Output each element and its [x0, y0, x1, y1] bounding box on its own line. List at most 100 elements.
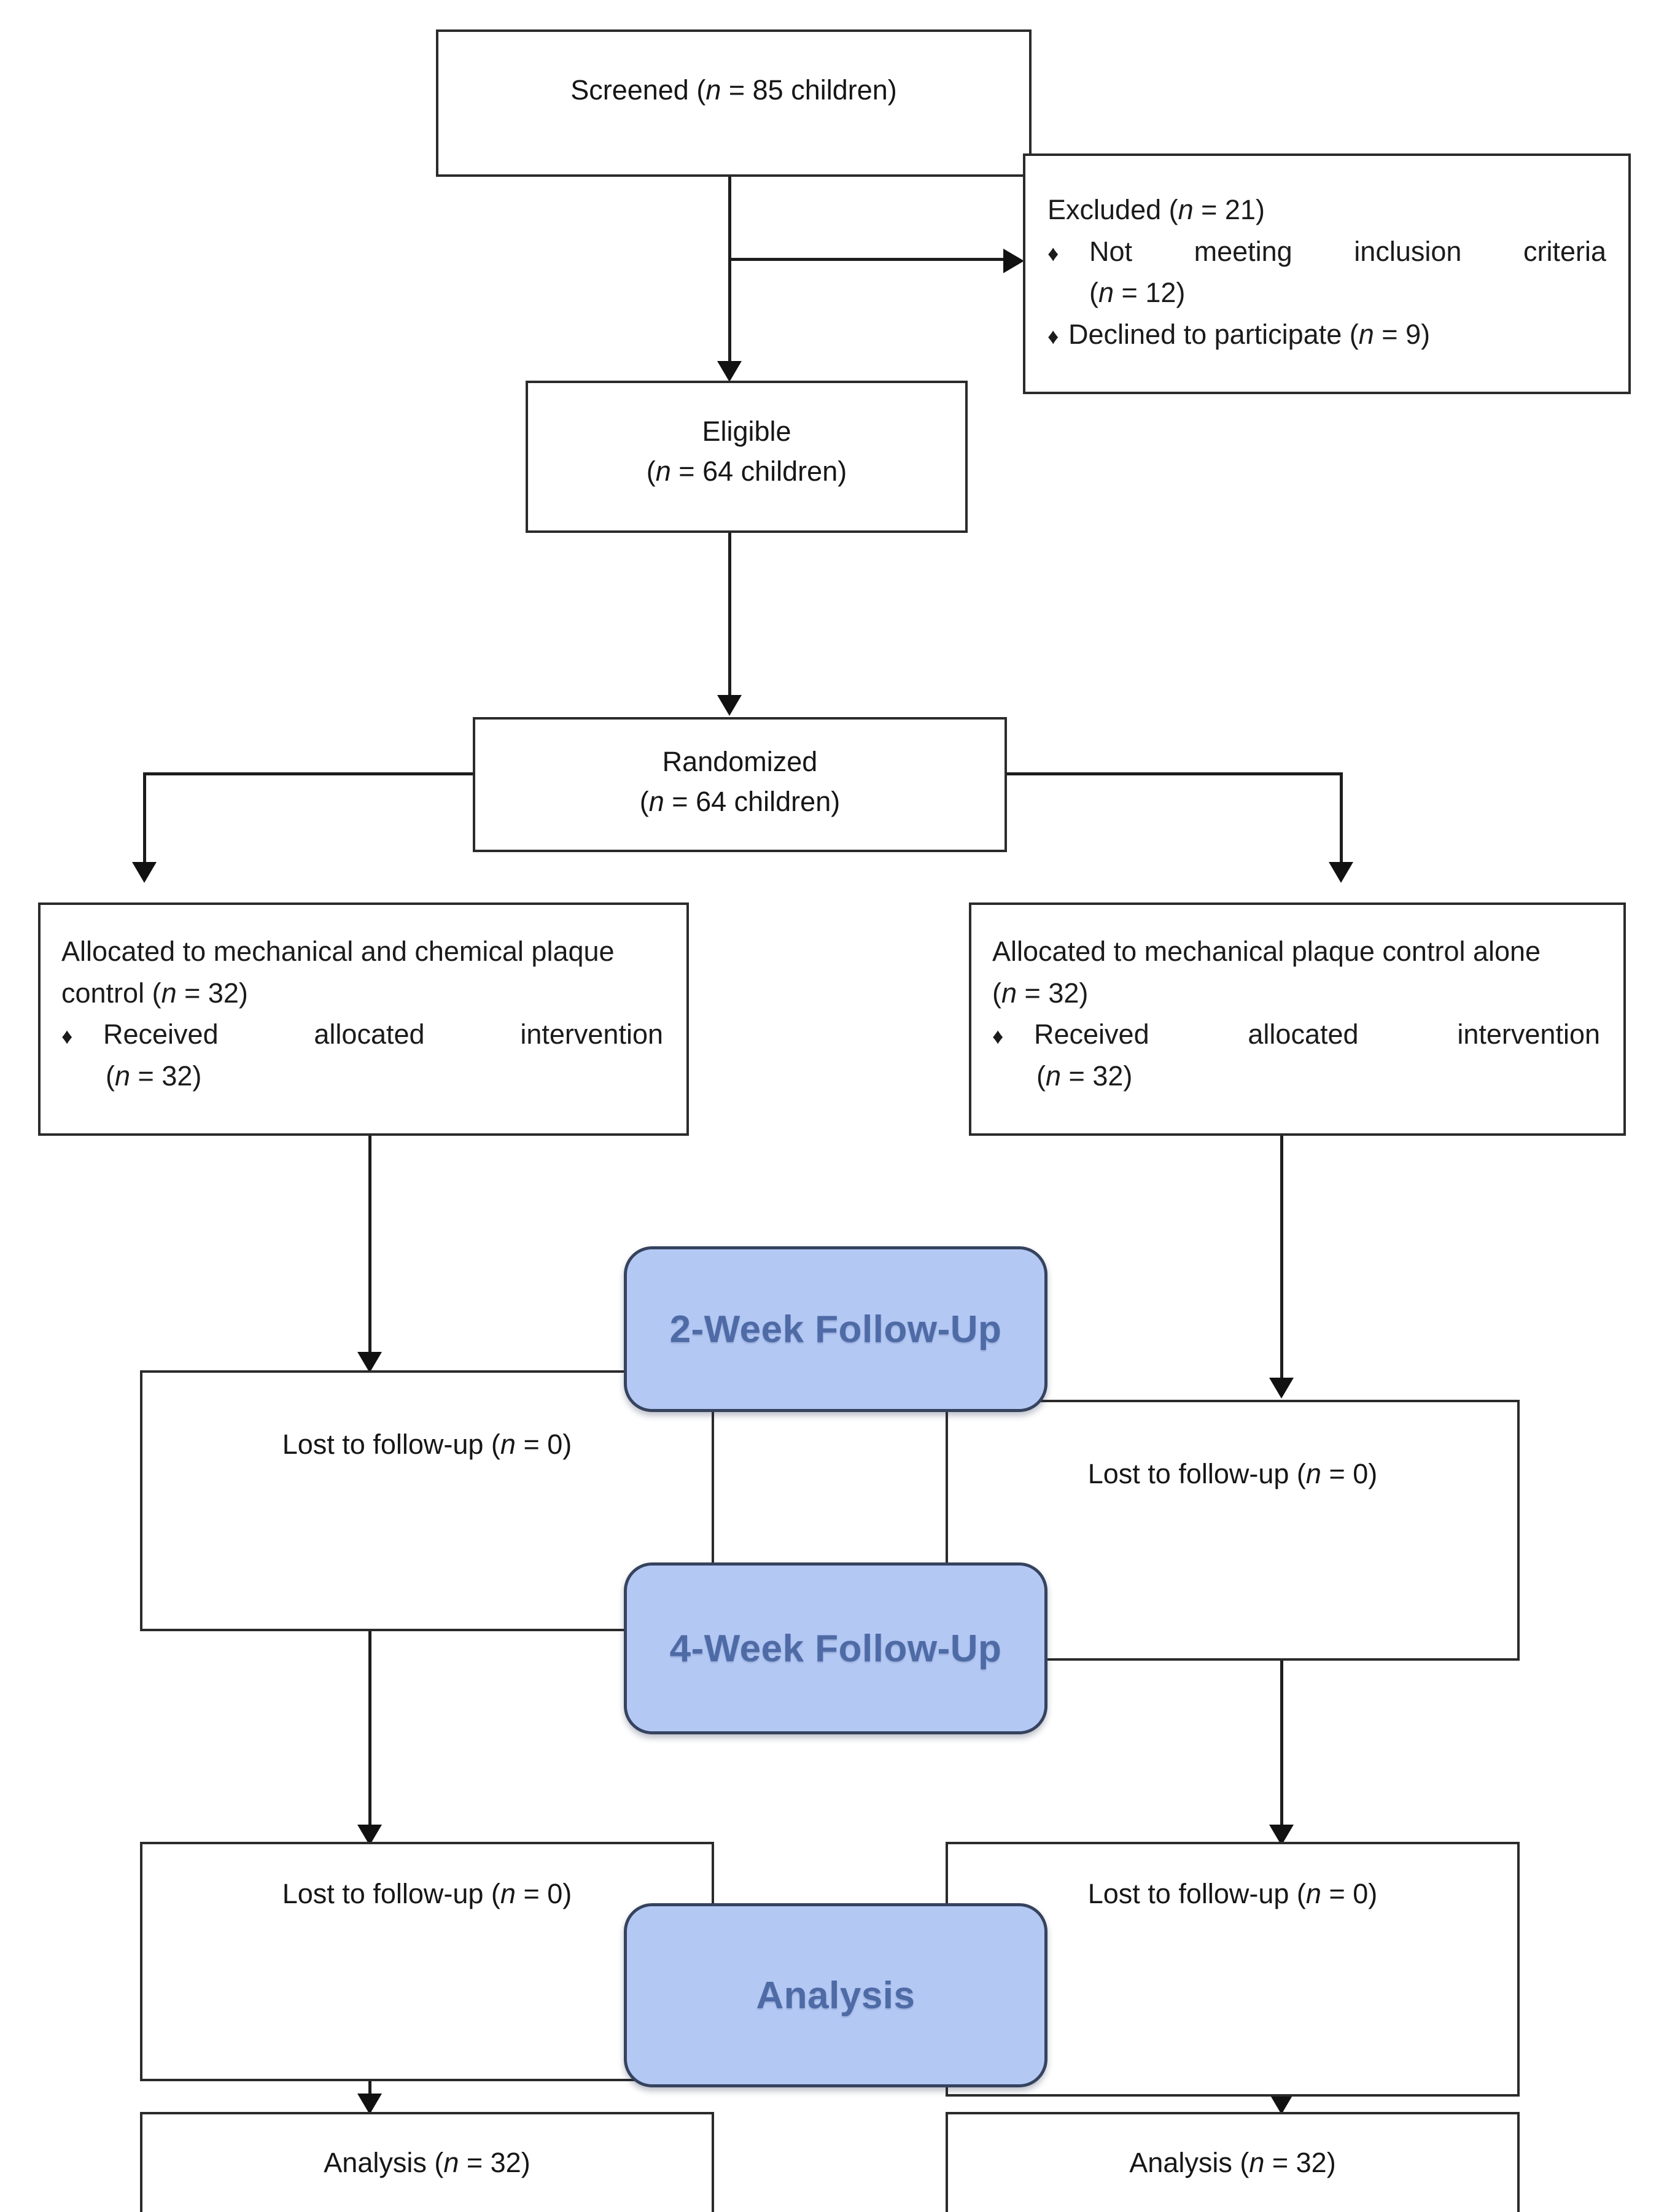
lost-2week-right-pre: Lost to follow-up (	[1087, 1458, 1306, 1489]
allocation-right-bullet-item: ♦Received allocated intervention (n = 32…	[992, 1014, 1600, 1096]
allocation-right-bullet-n-symbol: n	[1046, 1060, 1062, 1092]
arrow-alloc-right-to-lost2w	[1269, 1378, 1294, 1399]
randomized-line-2: (n = 64 children)	[475, 782, 1005, 821]
allocation-left-bullet-line2: (n = 32)	[61, 1055, 663, 1097]
allocation-right-bullet-list: ♦Received allocated intervention (n = 32…	[992, 1014, 1600, 1096]
allocation-left-bullet-n-symbol: n	[115, 1060, 131, 1092]
stage-banner-analysis: Analysis	[624, 1903, 1047, 2087]
lost-4week-left-text: Lost to follow-up (n = 0)	[142, 1874, 712, 1914]
allocation-right-box: Allocated to mechanical plaque control a…	[969, 902, 1626, 1136]
connector-randomized-left-horizontal	[143, 772, 475, 775]
excluded-content: Excluded (n = 21) ♦ Not meeting inclusion…	[1047, 189, 1606, 355]
excluded-box: Excluded (n = 21) ♦ Not meeting inclusion…	[1023, 153, 1631, 394]
connector-randomized-left-vertical	[143, 772, 146, 867]
randomized-line-1: Randomized	[662, 746, 818, 777]
lost-2week-left-box: Lost to follow-up (n = 0)	[140, 1370, 714, 1631]
excluded-heading-n-symbol: n	[1178, 194, 1194, 225]
allocation-right-bullet-n-post: = 32)	[1061, 1060, 1133, 1092]
analysis-right-pre: Analysis (	[1129, 2147, 1249, 2178]
allocation-left-n-pre: control (	[61, 977, 161, 1009]
allocation-left-bullet-text: Received allocated intervention	[103, 1019, 663, 1050]
connector-screened-to-excluded	[729, 258, 1006, 261]
stage-banner-4week-followup: 4-Week Follow-Up	[624, 1562, 1047, 1734]
analysis-left-n-symbol: n	[443, 2147, 459, 2178]
allocation-right-line-2: (n = 32)	[992, 972, 1600, 1014]
arrow-screened-to-eligible	[717, 361, 742, 382]
connector-lost2w-right-to-lost4w	[1280, 1661, 1283, 1828]
allocation-left-bullet-line1: ♦ Received allocated intervention	[61, 1014, 663, 1055]
eligible-n-pre: (	[646, 456, 656, 487]
allocation-right-bullet-line2: (n = 32)	[992, 1055, 1600, 1097]
allocation-left-bullet-item: ♦ Received allocated intervention (n = 32…	[61, 1014, 663, 1096]
lost-4week-right-text: Lost to follow-up (n = 0)	[948, 1874, 1517, 1914]
connector-lost2w-left-to-lost4w	[368, 1631, 371, 1828]
diamond-bullet-icon: ♦	[1047, 323, 1059, 349]
arrow-lost4w-right-to-analysis	[1269, 2094, 1294, 2114]
lost-4week-left-pre: Lost to follow-up (	[282, 1878, 500, 1909]
diamond-bullet-icon: ♦	[61, 1023, 73, 1049]
connector-randomized-right-vertical	[1340, 772, 1343, 867]
diamond-bullet-icon: ♦	[1047, 240, 1059, 266]
lost-4week-left-n-symbol: n	[500, 1878, 516, 1909]
allocation-right-bullet-n-pre: (	[1036, 1060, 1046, 1092]
allocation-right-bullet-text: Received allocated intervention	[1034, 1019, 1600, 1050]
lost-2week-left-post: = 0)	[515, 1429, 572, 1460]
lost-4week-right-pre: Lost to follow-up (	[1087, 1878, 1306, 1909]
excluded-bullet-1-line1: ♦ Not meeting inclusion criteria	[1047, 231, 1606, 273]
allocation-left-n-symbol: n	[161, 977, 177, 1009]
lost-4week-left-box: Lost to follow-up (n = 0)	[140, 1842, 714, 2081]
allocation-left-line-1: Allocated to mechanical and chemical pla…	[61, 936, 615, 967]
connector-alloc-right-to-lost2w	[1280, 1136, 1283, 1381]
connector-randomized-right-horizontal	[1005, 772, 1343, 775]
excluded-bullet-2-line: ♦ Declined to participate (n = 9)	[1047, 314, 1606, 355]
screened-label: Screened (	[570, 74, 706, 106]
arrow-alloc-left-to-lost2w	[357, 1352, 382, 1373]
allocation-left-n-post: = 32)	[176, 977, 248, 1009]
eligible-line-1: Eligible	[702, 416, 791, 447]
eligible-n-symbol: n	[655, 456, 671, 487]
randomized-text: Randomized (n = 64 children)	[475, 742, 1005, 822]
connector-screened-to-eligible	[728, 177, 731, 365]
screened-n-symbol: n	[705, 74, 721, 106]
eligible-line-2: (n = 64 children)	[528, 451, 965, 491]
randomized-n-pre: (	[639, 786, 649, 818]
lost-2week-left-text: Lost to follow-up (n = 0)	[142, 1424, 712, 1464]
analysis-right-n-symbol: n	[1249, 2147, 1265, 2178]
allocation-right-content: Allocated to mechanical plaque control a…	[992, 931, 1600, 1096]
arrow-eligible-to-randomized	[717, 695, 742, 716]
excluded-heading: Excluded (n = 21)	[1047, 189, 1606, 231]
stage-banner-analysis-label: Analysis	[756, 1974, 915, 2017]
allocation-left-bullet-n-pre: (	[106, 1060, 115, 1092]
analysis-left-post: = 32)	[459, 2147, 530, 2178]
excluded-bullet-2-pre: Declined to participate (	[1068, 318, 1359, 350]
analysis-right-text: Analysis (n = 32)	[948, 2143, 1517, 2183]
eligible-box: Eligible (n = 64 children)	[526, 381, 968, 533]
excluded-bullet-item-2: ♦ Declined to participate (n = 9)	[1047, 314, 1606, 355]
analysis-right-post: = 32)	[1264, 2147, 1336, 2178]
allocation-right-line-1: Allocated to mechanical plaque control a…	[992, 936, 1541, 967]
analysis-right-box: Analysis (n = 32)	[946, 2112, 1520, 2212]
allocation-right-bullet-line1: ♦Received allocated intervention	[992, 1014, 1600, 1055]
allocation-left-box: Allocated to mechanical and chemical pla…	[38, 902, 689, 1136]
excluded-bullet-1-text: Not meeting inclusion criteria	[1089, 235, 1606, 267]
connector-eligible-to-randomized	[728, 533, 731, 699]
randomized-box: Randomized (n = 64 children)	[473, 717, 1007, 852]
excluded-heading-post: = 21)	[1193, 194, 1265, 225]
excluded-bullet-2-post: = 9)	[1374, 318, 1431, 350]
lost-2week-right-post: = 0)	[1321, 1458, 1378, 1489]
lost-2week-right-box: Lost to follow-up (n = 0)	[946, 1400, 1520, 1661]
allocation-right-n-symbol: n	[1001, 977, 1017, 1009]
lost-2week-right-n-symbol: n	[1305, 1458, 1321, 1489]
randomized-n-post: = 64 children)	[664, 786, 841, 818]
arrow-lost4w-left-to-analysis	[357, 2094, 382, 2114]
excluded-bullet-item-1: ♦Not meeting inclusion criteria (n = 12)	[1047, 231, 1606, 314]
excluded-bullet-2-n-symbol: n	[1358, 318, 1374, 350]
allocation-left-line-2: control (n = 32)	[61, 972, 663, 1014]
lost-2week-left-pre: Lost to follow-up (	[282, 1429, 500, 1460]
excluded-bullet-1-n-pre: (	[1089, 277, 1098, 308]
analysis-left-pre: Analysis (	[324, 2147, 444, 2178]
arrow-randomized-to-allocation-right	[1329, 862, 1353, 883]
allocation-left-content: Allocated to mechanical and chemical pla…	[61, 931, 663, 1096]
analysis-left-box: Analysis (n = 32)	[140, 2112, 714, 2212]
